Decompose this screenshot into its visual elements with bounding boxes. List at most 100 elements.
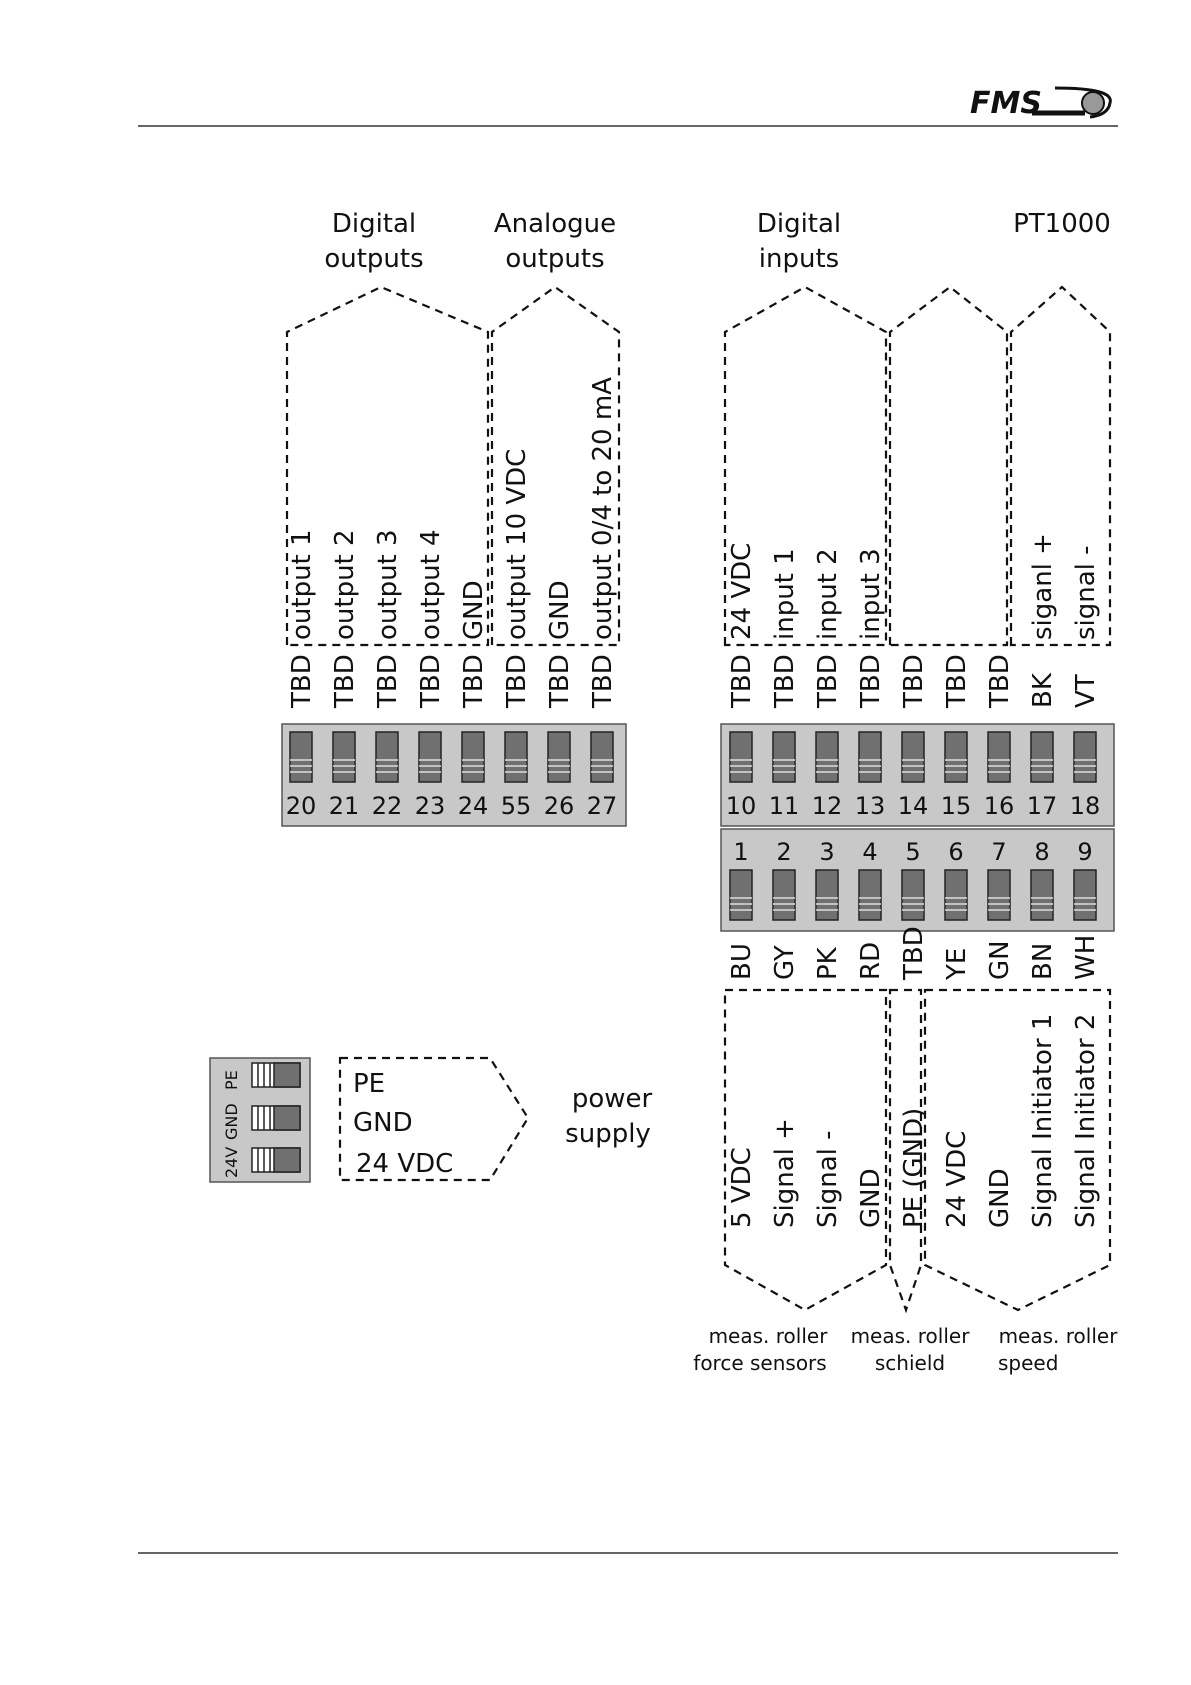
terminal-number-27: 27 xyxy=(587,792,618,820)
code-13: TBD xyxy=(856,654,886,709)
terminal-number-11: 11 xyxy=(769,792,800,820)
terminal-number-7: 7 xyxy=(991,838,1006,866)
code-10: TBD xyxy=(727,654,757,709)
terminal-15 xyxy=(944,731,968,783)
power-terminal-screw-0 xyxy=(273,1062,301,1088)
terminal-24 xyxy=(461,731,485,783)
terminal-number-13: 13 xyxy=(855,792,886,820)
terminal-number-2: 2 xyxy=(776,838,791,866)
terminal-number-22: 22 xyxy=(372,792,403,820)
power-title-1: power xyxy=(572,1084,653,1114)
terminal-number-12: 12 xyxy=(812,792,843,820)
terminal-4 xyxy=(858,869,882,921)
terminal-12 xyxy=(815,731,839,783)
code-20: TBD xyxy=(287,654,317,709)
title-digital-outputs-1: Digital xyxy=(332,209,416,239)
terminal-number-16: 16 xyxy=(984,792,1015,820)
code-12: TBD xyxy=(813,654,843,709)
power-title-2: supply xyxy=(565,1119,651,1149)
terminal-number-14: 14 xyxy=(898,792,929,820)
logo-text: FMS xyxy=(970,86,1042,121)
code-22: TBD xyxy=(373,654,403,709)
outline-shield xyxy=(888,988,923,1314)
outline-inputs-extra xyxy=(888,285,1009,647)
terminal-number-55: 55 xyxy=(501,792,532,820)
code-11: TBD xyxy=(770,654,800,709)
terminal-number-8: 8 xyxy=(1034,838,1049,866)
title-analogue-outputs-1: Analogue xyxy=(494,209,616,239)
function-10: 24 VDC xyxy=(727,543,757,640)
function-17: siganl + xyxy=(1028,533,1058,640)
terminal-number-1: 1 xyxy=(733,838,748,866)
code-26: TBD xyxy=(545,654,575,709)
outline-force-sensors xyxy=(723,988,888,1312)
terminal-number-20: 20 xyxy=(286,792,317,820)
code-27: TBD xyxy=(588,654,618,709)
outline-power xyxy=(338,1056,530,1182)
terminal-17 xyxy=(1030,731,1054,783)
function-22: output 3 xyxy=(373,529,403,640)
outline-digital-inputs xyxy=(723,285,888,647)
function-24: GND xyxy=(459,580,489,640)
code-5: TBD xyxy=(899,926,929,981)
outline-pt1000 xyxy=(1009,285,1112,647)
caption-force-1: meas. roller xyxy=(709,1324,829,1348)
title-digital-inputs-2: inputs xyxy=(759,244,839,274)
caption-speed-1: meas. roller xyxy=(999,1324,1119,1348)
terminal-2 xyxy=(772,869,796,921)
title-digital-outputs-2: outputs xyxy=(324,244,423,274)
terminal-number-17: 17 xyxy=(1027,792,1058,820)
terminal-number-24: 24 xyxy=(458,792,489,820)
power-terminal-screw-1 xyxy=(273,1105,301,1131)
code-23: TBD xyxy=(416,654,446,709)
code-14: TBD xyxy=(899,654,929,709)
function-23: output 4 xyxy=(416,529,446,640)
terminal-14 xyxy=(901,731,925,783)
function-8: Signal Initiator 1 xyxy=(1028,1014,1058,1228)
code-9: WH xyxy=(1071,935,1101,980)
terminal-number-23: 23 xyxy=(415,792,446,820)
code-17: BK xyxy=(1028,672,1058,708)
function-12: input 2 xyxy=(813,548,843,640)
function-5: PE (GND) xyxy=(899,1108,929,1228)
code-16: TBD xyxy=(985,654,1015,709)
code-3: PK xyxy=(813,946,843,980)
function-27: output 0/4 to 20 mA xyxy=(588,377,618,640)
title-pt1000: PT1000 xyxy=(1013,209,1111,239)
power-line-24vdc: 24 VDC xyxy=(356,1149,453,1179)
terminal-22 xyxy=(375,731,399,783)
function-1: 5 VDC xyxy=(727,1147,757,1228)
terminal-5 xyxy=(901,869,925,921)
function-20: output 1 xyxy=(287,529,317,640)
code-4: RD xyxy=(856,942,886,980)
function-4: GND xyxy=(856,1168,886,1228)
code-7: GN xyxy=(985,940,1015,980)
power-connector-label-pe: PE xyxy=(222,1070,241,1090)
terminal-1 xyxy=(729,869,753,921)
function-11: input 1 xyxy=(770,548,800,640)
function-3: Signal - xyxy=(813,1130,843,1228)
code-6: YE xyxy=(942,948,972,981)
function-18: signal - xyxy=(1071,545,1101,640)
function-26: GND xyxy=(545,580,575,640)
terminal-number-6: 6 xyxy=(948,838,963,866)
terminal-number-3: 3 xyxy=(819,838,834,866)
terminal-16 xyxy=(987,731,1011,783)
terminal-number-4: 4 xyxy=(862,838,877,866)
function-9: Signal Initiator 2 xyxy=(1071,1014,1101,1228)
terminal-11 xyxy=(772,731,796,783)
function-13: input 3 xyxy=(856,548,886,640)
terminal-18 xyxy=(1073,731,1097,783)
terminal-55 xyxy=(504,731,528,783)
code-15: TBD xyxy=(942,654,972,709)
code-8: BN xyxy=(1028,943,1058,980)
terminal-9 xyxy=(1073,869,1097,921)
terminal-number-10: 10 xyxy=(726,792,757,820)
terminal-number-18: 18 xyxy=(1070,792,1101,820)
power-connector-label-24v: 24V xyxy=(222,1147,241,1178)
caption-shield-1: meas. roller xyxy=(851,1324,971,1348)
caption-speed-2: speed xyxy=(998,1351,1058,1375)
power-line-gnd: GND xyxy=(353,1108,413,1138)
terminal-number-9: 9 xyxy=(1077,838,1092,866)
